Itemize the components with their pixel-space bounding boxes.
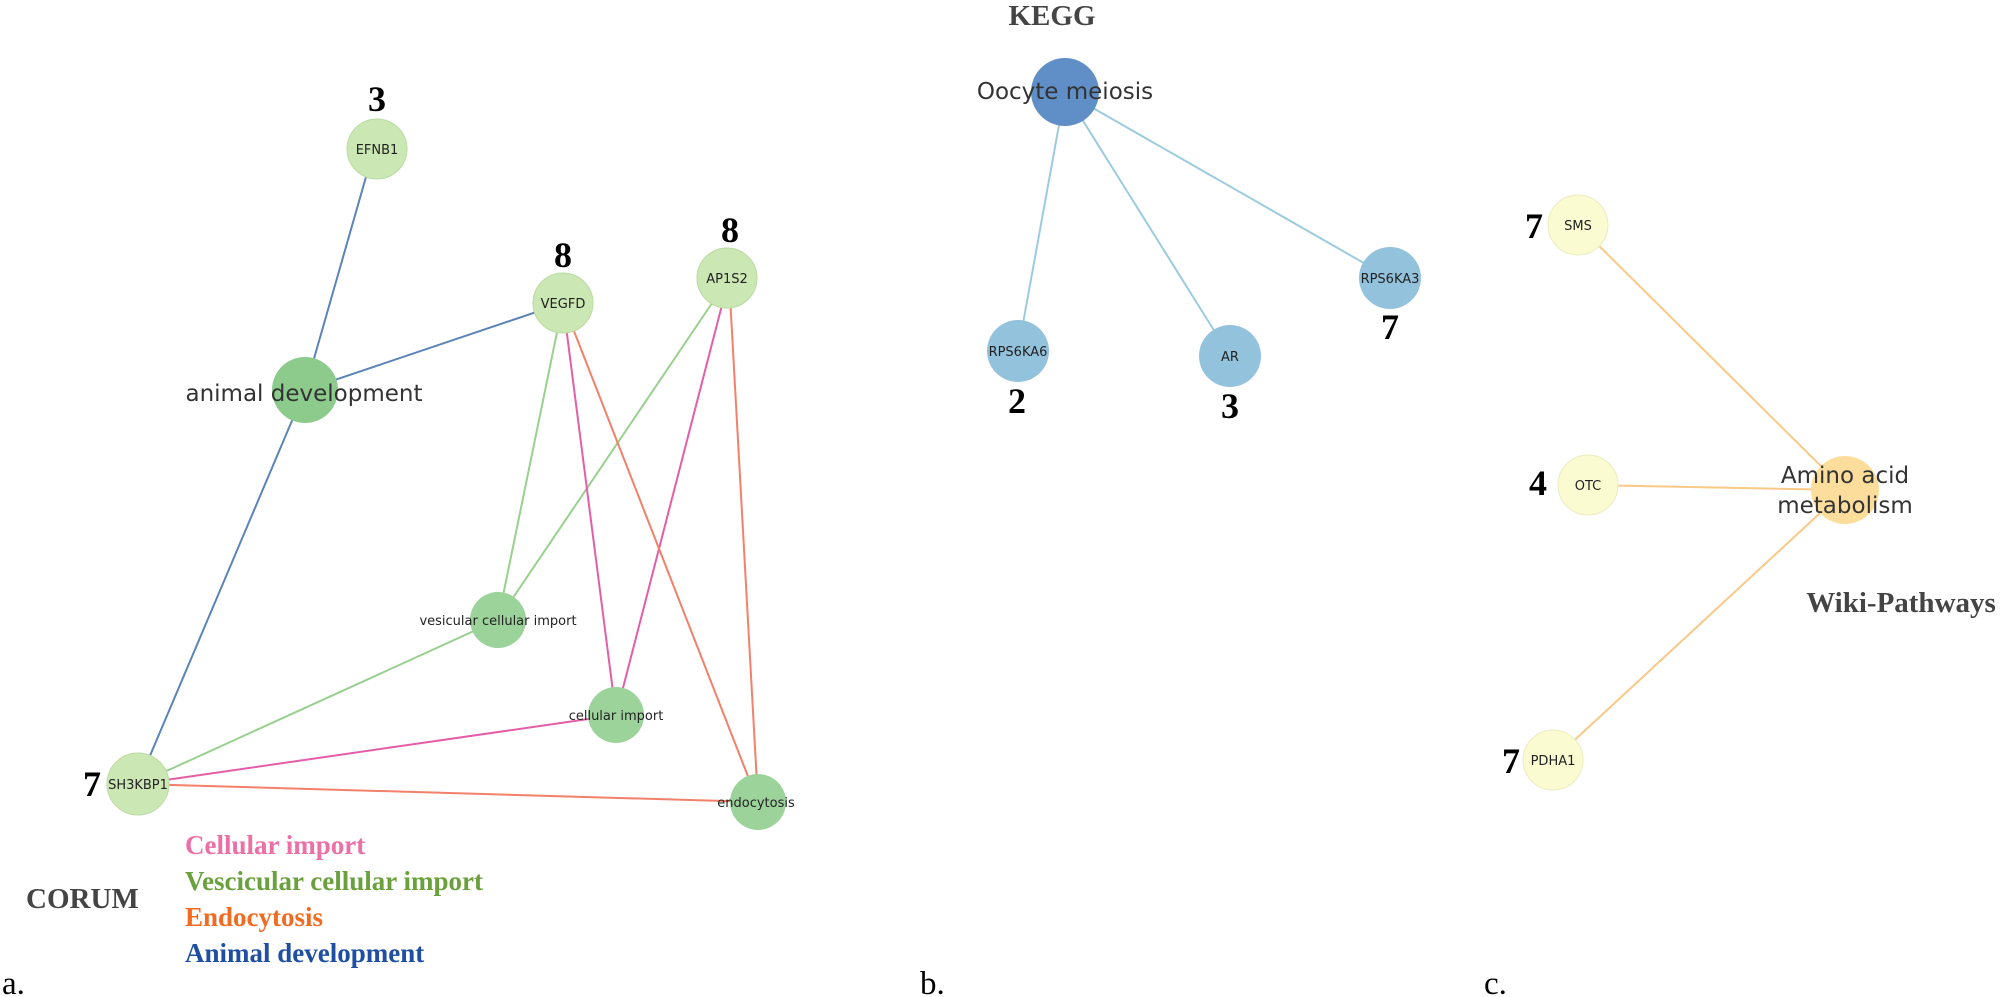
number-rps6ka6: 2 bbox=[1008, 381, 1026, 421]
node-efnb1[interactable] bbox=[346, 118, 408, 180]
panel-letter-c: c. bbox=[1484, 966, 1507, 997]
edge-sh3kbp1-development bbox=[137, 389, 306, 785]
label-cellular-import: cellular import bbox=[569, 709, 664, 724]
node-vegfd[interactable] bbox=[532, 272, 594, 334]
label-endocytosis: endocytosis bbox=[717, 796, 795, 811]
node-rps6ka6[interactable] bbox=[987, 320, 1049, 382]
db-title-wiki-pathways: Wiki-Pathways bbox=[1806, 587, 1996, 619]
edge-sms-amino bbox=[1577, 224, 1846, 491]
node-cellular-import[interactable] bbox=[588, 687, 644, 743]
label-amino-acid-metabolism-line1: Amino acid bbox=[1781, 463, 1909, 489]
number-vegfd: 8 bbox=[554, 235, 572, 275]
label-animal-development: animal development bbox=[186, 381, 423, 407]
number-otc: 4 bbox=[1529, 463, 1547, 503]
legend-item-0: Cellular import bbox=[185, 830, 365, 860]
node-animal-development[interactable] bbox=[272, 357, 338, 423]
node-vesicular-cellular-import[interactable] bbox=[470, 592, 526, 648]
node-sms[interactable] bbox=[1547, 194, 1609, 256]
node-otc[interactable] bbox=[1557, 454, 1619, 516]
edge-sh3kbp1-vesicular bbox=[137, 619, 499, 785]
legend-item-3: Animal development bbox=[185, 938, 424, 968]
edge-efnb1-development bbox=[304, 148, 375, 391]
edge-vegfd-development bbox=[304, 302, 564, 391]
label-otc: OTC bbox=[1575, 479, 1602, 494]
label-amino-acid-metabolism-line2: metabolism bbox=[1777, 493, 1913, 519]
node-oocyte-meiosis[interactable] bbox=[1031, 58, 1099, 126]
label-efnb1: EFNB1 bbox=[356, 143, 399, 158]
db-title-kegg: KEGG bbox=[1008, 0, 1095, 32]
node-amino-acid-metabolism[interactable] bbox=[1811, 456, 1879, 524]
label-sh3kbp1: SH3KBP1 bbox=[108, 778, 168, 793]
label-pdha1: PDHA1 bbox=[1531, 754, 1576, 769]
edge-ap1s2-vesicular bbox=[497, 277, 730, 621]
edge-otc-amino bbox=[1587, 484, 1846, 491]
label-vesicular-cellular-import: vesicular cellular import bbox=[419, 614, 576, 629]
edge-vegfd-cellular bbox=[562, 302, 617, 716]
label-ap1s2: AP1S2 bbox=[706, 272, 748, 287]
edge-pdha1-amino bbox=[1552, 489, 1846, 761]
edge-vegfd-vesicular bbox=[497, 302, 564, 621]
edge-vegfd-endocytosis bbox=[562, 302, 759, 803]
panel-c: Amino acid metabolism SMS OTC PDHA1 7 4 … bbox=[1484, 194, 1996, 997]
edge-oocyte-ar bbox=[1064, 91, 1231, 357]
label-oocyte-meiosis: Oocyte meiosis bbox=[977, 79, 1153, 105]
db-title-corum: CORUM bbox=[26, 883, 139, 915]
label-rps6ka6: RPS6KA6 bbox=[989, 345, 1048, 360]
node-ap1s2[interactable] bbox=[696, 247, 758, 309]
label-vegfd: VEGFD bbox=[541, 297, 586, 312]
legend-item-1: Vescicular cellular import bbox=[185, 866, 483, 896]
panel-letter-a: a. bbox=[2, 966, 25, 997]
node-ar[interactable] bbox=[1199, 325, 1261, 387]
edge-ap1s2-endocytosis bbox=[728, 277, 759, 803]
number-ar: 3 bbox=[1221, 386, 1239, 426]
legend-item-2: Endocytosis bbox=[185, 902, 323, 932]
number-pdha1: 7 bbox=[1502, 741, 1520, 781]
panel-a: animal development EFNB1 VEGFD AP1S2 ves… bbox=[2, 79, 795, 997]
node-pdha1[interactable] bbox=[1522, 729, 1584, 791]
number-rps6ka3: 7 bbox=[1381, 307, 1399, 347]
panel-letter-b: b. bbox=[920, 966, 945, 997]
edge-sh3kbp1-cellular bbox=[137, 714, 617, 785]
node-sh3kbp1[interactable] bbox=[106, 752, 170, 816]
panel-b: Oocyte meiosis RPS6KA6 AR RPS6KA3 2 3 7 … bbox=[920, 0, 1421, 997]
edge-ap1s2-cellular bbox=[615, 277, 730, 716]
label-ar: AR bbox=[1221, 350, 1239, 365]
edge-sh3kbp1-endocytosis bbox=[137, 783, 759, 803]
node-endocytosis[interactable] bbox=[730, 774, 786, 830]
node-rps6ka3[interactable] bbox=[1359, 247, 1421, 309]
number-sms: 7 bbox=[1525, 206, 1543, 246]
panel-a-edges bbox=[137, 148, 759, 803]
number-ap1s2: 8 bbox=[721, 210, 739, 250]
label-rps6ka3: RPS6KA3 bbox=[1361, 272, 1420, 287]
number-efnb1: 3 bbox=[368, 79, 386, 119]
number-sh3kbp1: 7 bbox=[83, 764, 101, 804]
edge-oocyte-rps6ka3 bbox=[1064, 91, 1391, 279]
label-sms: SMS bbox=[1564, 219, 1592, 234]
edge-oocyte-rps6ka6 bbox=[1017, 91, 1066, 352]
